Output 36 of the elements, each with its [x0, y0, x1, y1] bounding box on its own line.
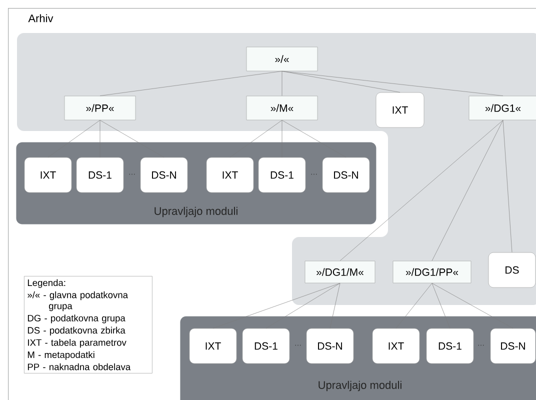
data-box: DS-1: [76, 157, 124, 193]
data-box: IXT: [206, 157, 254, 193]
data-box: IXT: [376, 92, 424, 128]
connector-line: [266, 283, 340, 328]
connector-line: [48, 120, 100, 158]
connector-line: [100, 71, 282, 96]
connector-line: [100, 120, 164, 158]
folder-box: »/DG1/M«: [304, 260, 376, 284]
data-box: DS-1: [242, 328, 290, 364]
connector-line: [282, 71, 400, 92]
data-box: DS-N: [306, 328, 354, 364]
data-box: IXT: [372, 328, 420, 364]
connector-line: [432, 283, 514, 328]
data-box: DS-N: [140, 157, 188, 193]
connector-line: [212, 283, 340, 328]
folder-box: »/DG1/PP«: [392, 260, 472, 284]
data-box: IXT: [24, 157, 72, 193]
connector-line: [340, 120, 504, 261]
legend-box: Legenda: »/« - glavna podatkovna grupa DG - podatkovna grupa DS - podatkovna zbirka IXT - tabela parametrov M - metapodatki PP - naknadna obdelava: [24, 276, 152, 374]
data-box: IXT: [189, 328, 237, 364]
connector-line: [282, 71, 504, 96]
data-box: DS-N: [490, 328, 536, 364]
folder-box: »/PP«: [64, 96, 136, 120]
folder-box: »/DG1«: [468, 96, 536, 120]
folder-box: »/M«: [246, 96, 318, 120]
folder-box: »/«: [246, 46, 318, 72]
data-box: DS: [488, 252, 536, 288]
data-box: DS-N: [322, 157, 370, 193]
connector-line: [230, 120, 282, 158]
connector-line: [282, 120, 346, 158]
data-box: DS-1: [258, 157, 306, 193]
connector-line: [432, 120, 504, 261]
connector-line: [396, 283, 432, 328]
connector-line: [432, 283, 450, 328]
data-box: DS-1: [426, 328, 474, 364]
connector-line: [502, 120, 512, 252]
